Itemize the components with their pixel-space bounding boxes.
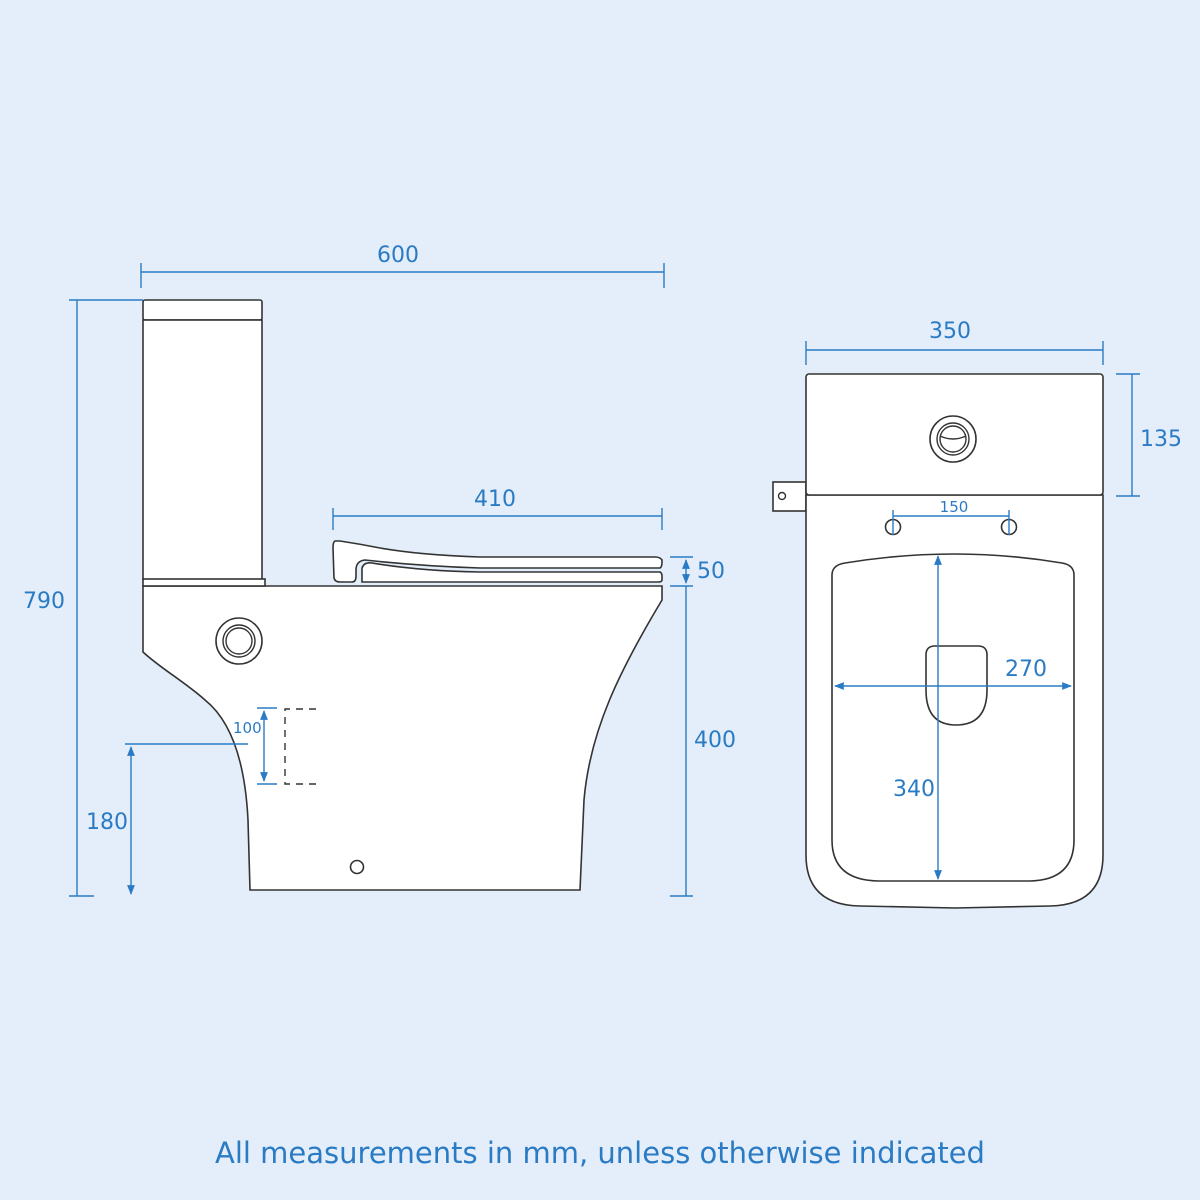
side-flush-button: [215, 617, 263, 665]
outlet-dashed-outline: [284, 708, 316, 785]
dimension-lines: [69, 263, 1140, 897]
fixing-hole: [349, 859, 365, 875]
front-view: [772, 373, 1104, 909]
label-outlet-size: 100: [233, 719, 262, 737]
cistern-body: [142, 319, 263, 581]
label-seat-inner-length: 340: [893, 777, 935, 802]
label-overall-height: 790: [23, 589, 65, 614]
cistern-lid: [142, 299, 263, 321]
seat-ring: [361, 562, 663, 583]
label-overall-depth: 600: [377, 243, 419, 268]
label-width: 350: [929, 319, 971, 344]
label-seat-depth: 410: [474, 487, 516, 512]
side-view: [142, 299, 663, 891]
bracket-hole: [777, 491, 787, 501]
label-seat-thickness: 50: [697, 559, 725, 584]
label-pan-height: 400: [694, 728, 736, 753]
pan-body: [142, 585, 663, 891]
cistern-base: [142, 578, 266, 587]
top-flush-button: [929, 415, 977, 463]
seat-lid: [332, 540, 663, 583]
label-seat-inner-width: 270: [1005, 657, 1047, 682]
label-outlet-height: 180: [86, 810, 128, 835]
label-cistern-height: 135: [1140, 427, 1182, 452]
label-fixing-spacing: 150: [940, 498, 969, 516]
footer-note: All measurements in mm, unless otherwise…: [215, 1136, 985, 1170]
